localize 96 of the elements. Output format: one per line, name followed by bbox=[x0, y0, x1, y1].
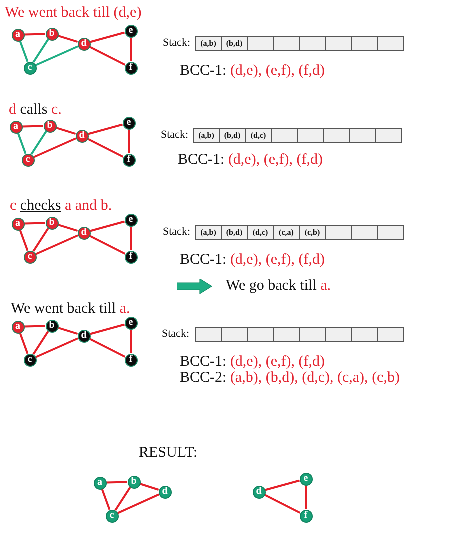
step-caption: We went back till a. bbox=[11, 302, 130, 317]
graph-vertex: f bbox=[300, 510, 312, 522]
graph-vertex: d bbox=[78, 226, 90, 240]
graph-vertex: a bbox=[12, 320, 24, 334]
graph-edge bbox=[34, 138, 76, 158]
stack-cell: (a,b) bbox=[195, 225, 222, 240]
graph-vertex: d bbox=[78, 38, 90, 50]
graph-edge bbox=[32, 228, 50, 252]
graph-edge bbox=[89, 46, 126, 66]
graph-vertex: e bbox=[300, 472, 312, 486]
bcc-list: BCC-1: (d,e), (e,f), (f,d) bbox=[178, 153, 323, 168]
graph-edge bbox=[89, 338, 126, 358]
graph-vertex: f bbox=[122, 154, 136, 166]
graph-edge bbox=[36, 46, 78, 66]
graph-edge bbox=[24, 33, 46, 36]
graph-edge bbox=[130, 330, 132, 354]
graph-vertex: c bbox=[106, 510, 118, 522]
graph-vertex: e bbox=[124, 214, 138, 226]
graph-edge bbox=[264, 494, 301, 514]
graph-edge bbox=[58, 326, 78, 336]
graph-edge bbox=[130, 38, 132, 62]
graph-edge bbox=[19, 332, 29, 354]
graph-edge bbox=[114, 486, 132, 512]
graph-edge bbox=[17, 132, 27, 154]
graph-vertex: c bbox=[22, 154, 34, 166]
graph-edge bbox=[130, 226, 132, 250]
bcc-list: BCC-1: (d,e), (e,f), (f,d) bbox=[180, 253, 325, 268]
graph-vertex: e bbox=[122, 116, 136, 130]
graph-edge bbox=[32, 330, 50, 356]
graph-vertex: f bbox=[124, 354, 138, 366]
graph-edge bbox=[87, 138, 124, 158]
graph-edge bbox=[58, 224, 78, 232]
graph-edge bbox=[118, 494, 160, 514]
graph-edge bbox=[305, 486, 307, 510]
result-heading: RESULT: bbox=[139, 446, 198, 461]
step-caption: We went back till (d,e) bbox=[5, 6, 142, 21]
graph-vertex: f bbox=[124, 250, 138, 264]
graph-vertex: a bbox=[12, 28, 24, 42]
stack-cell: (c,a) bbox=[273, 225, 300, 240]
graph-vertex: a bbox=[10, 120, 22, 134]
graph-vertex: c bbox=[24, 250, 36, 264]
graph-edge bbox=[32, 38, 50, 64]
graph-edge bbox=[265, 480, 300, 492]
graph-vertex: b bbox=[46, 28, 58, 40]
stack-cell: (a,b) bbox=[193, 128, 220, 143]
graph-edge bbox=[90, 220, 125, 232]
graph-edge bbox=[101, 488, 111, 510]
graph-vertex: b bbox=[44, 120, 56, 132]
stack-cell: (b,d) bbox=[219, 128, 246, 143]
stack-cell: (a,b) bbox=[195, 36, 222, 51]
step-note: We go back till a. bbox=[226, 279, 332, 294]
stack-label: Stack: bbox=[162, 329, 190, 340]
graph-vertex: d bbox=[76, 130, 88, 142]
graph-edge bbox=[58, 34, 78, 44]
graph-edge bbox=[128, 130, 130, 154]
graph-edge bbox=[90, 32, 125, 44]
graph-vertex: c bbox=[24, 354, 36, 366]
graph-vertex: e bbox=[124, 316, 138, 330]
graph-vertex: e bbox=[124, 24, 138, 38]
graph-edge bbox=[30, 130, 48, 156]
stack-label: Stack: bbox=[163, 38, 190, 49]
graph-edge bbox=[140, 483, 160, 491]
graph-vertex: f bbox=[124, 62, 138, 74]
graph-vertex: a bbox=[94, 476, 106, 490]
graph-vertex: d bbox=[158, 486, 172, 498]
graph-edge bbox=[19, 230, 29, 252]
graph-vertex: c bbox=[24, 62, 36, 74]
graph-vertex: b bbox=[128, 476, 140, 488]
stack-cell: (c,b) bbox=[299, 225, 326, 240]
bcc-list: BCC-1: (d,e), (e,f), (f,d) bbox=[180, 355, 325, 370]
graph-edge bbox=[19, 40, 29, 62]
graph-edge bbox=[36, 234, 78, 256]
graph-edge bbox=[36, 338, 78, 358]
stack-label: Stack: bbox=[161, 130, 188, 141]
stack-cell: (d,c) bbox=[247, 225, 274, 240]
graph-vertex: d bbox=[78, 330, 90, 342]
graph-edge bbox=[24, 222, 46, 225]
graph-vertex: b bbox=[46, 216, 58, 230]
stack-cell: (b,d) bbox=[221, 36, 248, 51]
graph-vertex: a bbox=[12, 218, 24, 230]
graph-edge bbox=[90, 324, 125, 336]
stack-cell: (d,c) bbox=[245, 128, 272, 143]
graph-edge bbox=[89, 235, 126, 255]
step-caption: d calls c. bbox=[9, 103, 62, 118]
bcc-list: BCC-1: (d,e), (e,f), (f,d) bbox=[180, 64, 325, 79]
graph-edge bbox=[24, 325, 46, 328]
graph-edge bbox=[56, 126, 76, 136]
step-caption: c checks a and b. bbox=[10, 199, 112, 214]
graph-edge bbox=[22, 125, 44, 128]
graph-vertex: d bbox=[252, 486, 266, 498]
graph-edge bbox=[106, 481, 128, 484]
stack-label: Stack: bbox=[163, 227, 190, 238]
graph-vertex: b bbox=[46, 320, 58, 332]
stack-cell: (b,d) bbox=[221, 225, 248, 240]
graph-edge bbox=[88, 124, 123, 136]
bcc-list: BCC-2: (a,b), (b,d), (d,c), (c,a), (c,b) bbox=[180, 371, 400, 386]
